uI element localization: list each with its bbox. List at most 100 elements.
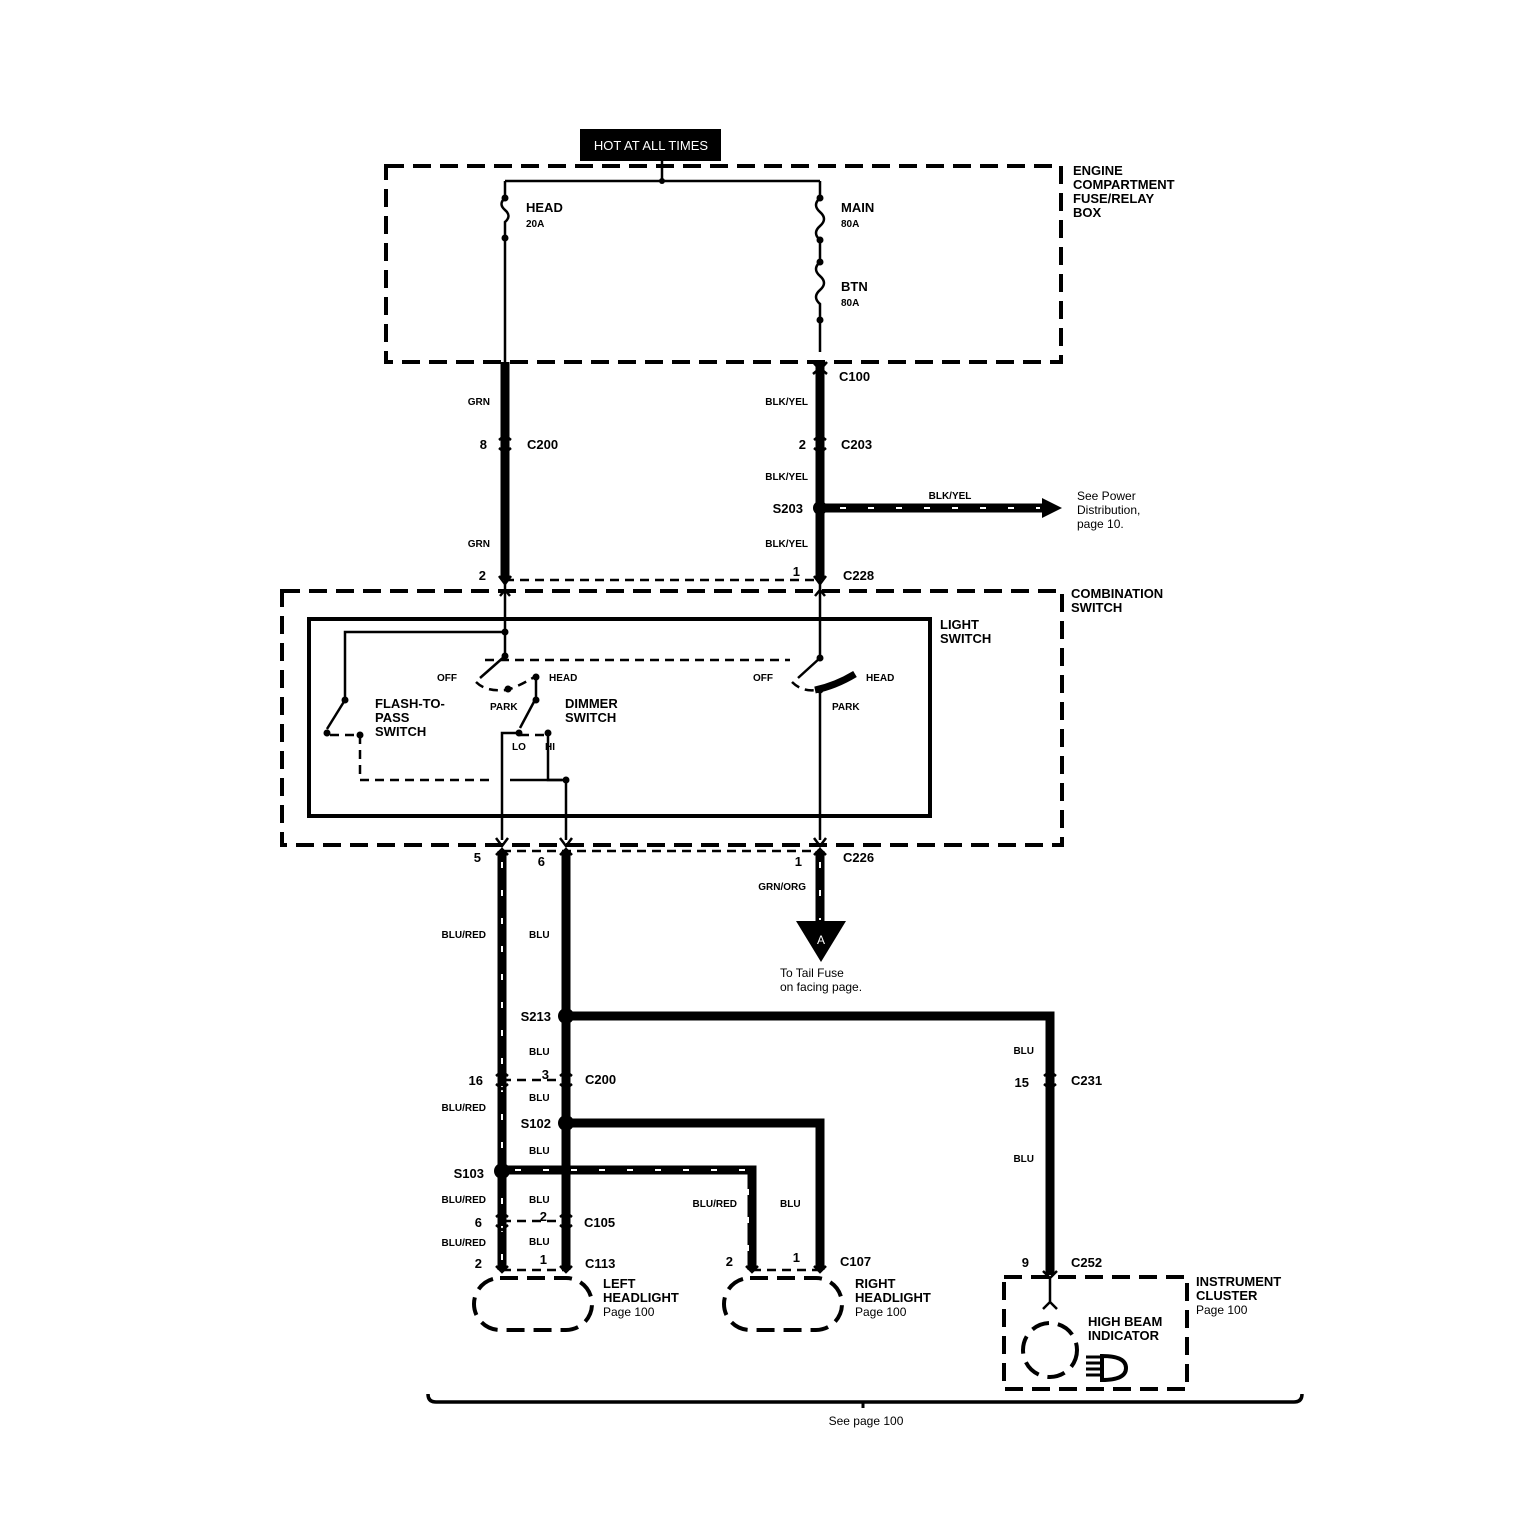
left-headlight-label: LEFT HEADLIGHT Page 100 [603,1276,679,1319]
wire-blu-red-to-right-headlight [502,1165,757,1270]
svg-text:LEFT: LEFT [603,1276,636,1291]
svg-text:See Power: See Power [1077,489,1136,503]
svg-text:BLK/YEL: BLK/YEL [765,472,808,483]
splice-s213: S213 [521,1008,574,1024]
svg-text:BLU/RED: BLU/RED [442,930,486,941]
svg-text:SWITCH: SWITCH [375,724,426,739]
svg-text:HEAD: HEAD [549,673,577,684]
svg-text:C100: C100 [839,369,870,384]
svg-text:6: 6 [538,854,545,869]
svg-text:RIGHT: RIGHT [855,1276,896,1291]
svg-text:5: 5 [474,850,481,865]
svg-text:3: 3 [542,1067,549,1082]
svg-text:FLASH-TO-: FLASH-TO- [375,696,445,711]
svg-text:C226: C226 [843,850,874,865]
svg-text:GRN/ORG: GRN/ORG [758,882,806,893]
connector-c105: C105 [584,1215,615,1230]
dimmer-switch-label: DIMMER SWITCH [565,696,618,725]
high-beam-indicator [1021,1321,1079,1379]
flash-to-pass-label: FLASH-TO- PASS SWITCH [375,696,445,739]
right-headlight [722,1276,844,1332]
svg-text:BLU: BLU [529,930,550,941]
svg-text:LO: LO [512,742,526,753]
svg-text:page 10.: page 10. [1077,517,1124,531]
high-beam-indicator-label: HIGH BEAM INDICATOR [1088,1314,1162,1343]
svg-text:16: 16 [469,1073,483,1088]
power-distribution-note: See Power Distribution, page 10. [1077,489,1140,531]
svg-text:HIGH BEAM: HIGH BEAM [1088,1314,1162,1329]
svg-text:HEADLIGHT: HEADLIGHT [603,1290,679,1305]
svg-text:HI: HI [545,742,555,753]
splice-s203: S203 [773,501,827,516]
svg-text:15: 15 [1015,1075,1029,1090]
btn-fuse: BTN 80A [841,279,868,309]
svg-text:S102: S102 [521,1116,551,1131]
svg-text:6: 6 [475,1215,482,1230]
connector-c113: C113 [585,1256,615,1271]
svg-text:BLU: BLU [529,1146,550,1157]
svg-text:LIGHT: LIGHT [940,617,979,632]
svg-text:80A: 80A [841,219,859,230]
svg-text:BLU: BLU [529,1195,550,1206]
svg-text:HEAD: HEAD [866,673,894,684]
svg-text:PASS: PASS [375,710,410,725]
combination-switch-label: COMBINATION SWITCH [1071,586,1163,615]
combination-switch-box [280,589,1064,847]
svg-text:HEAD: HEAD [526,200,563,215]
svg-text:DIMMER: DIMMER [565,696,618,711]
svg-text:C200: C200 [527,437,558,452]
svg-text:Distribution,: Distribution, [1077,503,1140,517]
svg-text:ENGINE: ENGINE [1073,163,1123,178]
svg-text:CLUSTER: CLUSTER [1196,1288,1258,1303]
svg-text:BLK/YEL: BLK/YEL [765,397,808,408]
svg-text:BLU: BLU [529,1047,550,1058]
svg-text:OFF: OFF [753,673,773,684]
svg-text:COMPARTMENT: COMPARTMENT [1073,177,1175,192]
svg-text:20A: 20A [526,219,544,230]
instrument-cluster-label: INSTRUMENT CLUSTER Page 100 [1196,1274,1281,1317]
wire-blu-to-cluster [566,1011,1055,1275]
svg-text:BLU: BLU [529,1093,550,1104]
svg-text:S203: S203 [773,501,803,516]
arrow-a: A [796,921,846,962]
svg-text:BLK/YEL: BLK/YEL [929,491,972,502]
svg-text:To Tail Fuse: To Tail Fuse [780,966,844,980]
splice-s103: S103 [454,1163,510,1181]
svg-text:2: 2 [726,1254,733,1269]
svg-text:S213: S213 [521,1009,551,1024]
svg-text:C203: C203 [841,437,872,452]
right-headlight-label: RIGHT HEADLIGHT Page 100 [855,1276,931,1319]
svg-text:HOT AT ALL TIMES: HOT AT ALL TIMES [594,138,708,153]
svg-text:BLU: BLU [1013,1154,1034,1165]
svg-text:on facing page.: on facing page. [780,980,862,994]
svg-text:SWITCH: SWITCH [1071,600,1122,615]
svg-text:80A: 80A [841,298,859,309]
svg-text:9: 9 [1022,1255,1029,1270]
light-switch-label: LIGHT SWITCH [940,617,991,646]
svg-text:COMBINATION: COMBINATION [1071,586,1163,601]
connector-c107: C107 [840,1254,871,1269]
left-headlight [472,1276,594,1332]
svg-text:INSTRUMENT: INSTRUMENT [1196,1274,1281,1289]
svg-text:C228: C228 [843,568,874,583]
svg-text:OFF: OFF [437,673,457,684]
svg-text:BLU/RED: BLU/RED [693,1199,737,1210]
svg-text:BLU/RED: BLU/RED [442,1238,486,1249]
svg-text:PARK: PARK [832,702,860,713]
svg-text:MAIN: MAIN [841,200,874,215]
svg-text:1: 1 [793,564,800,579]
svg-text:2: 2 [479,568,486,583]
svg-text:HEADLIGHT: HEADLIGHT [855,1290,931,1305]
svg-text:Page 100: Page 100 [1196,1303,1248,1317]
head-fuse: HEAD 20A [500,181,563,362]
svg-text:FUSE/RELAY: FUSE/RELAY [1073,191,1154,206]
svg-text:PARK: PARK [490,702,518,713]
main-fuse: MAIN 80A [814,181,874,352]
instrument-cluster-box [1002,1275,1189,1391]
svg-text:BLU: BLU [1013,1046,1034,1057]
svg-text:SWITCH: SWITCH [940,631,991,646]
fuse-box-label: ENGINE COMPARTMENT FUSE/RELAY BOX [1073,163,1175,220]
splice-s102: S102 [521,1115,574,1131]
svg-text:C231: C231 [1071,1073,1102,1088]
